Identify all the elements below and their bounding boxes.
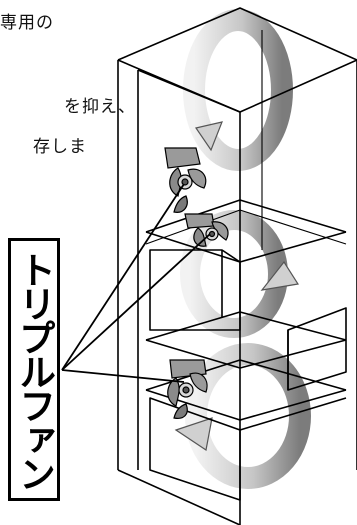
airflow-arrow-icon — [180, 210, 299, 338]
callout-label: トリプルファン — [12, 250, 56, 489]
airflow-arrow-icon — [183, 9, 293, 171]
airflow-arrow-icon — [174, 343, 311, 489]
airflow-arrows — [174, 9, 311, 489]
text-fragment-3: 存しま — [33, 137, 87, 157]
refrigerator-outline — [117, 7, 357, 525]
fan-icon — [167, 359, 208, 419]
fan-icon — [184, 213, 229, 247]
text-fragment-1: 専用の — [0, 13, 54, 33]
triple-fan-callout: トリプルファン — [8, 238, 60, 501]
fan-icon — [164, 147, 207, 213]
leader-lines — [61, 183, 211, 383]
